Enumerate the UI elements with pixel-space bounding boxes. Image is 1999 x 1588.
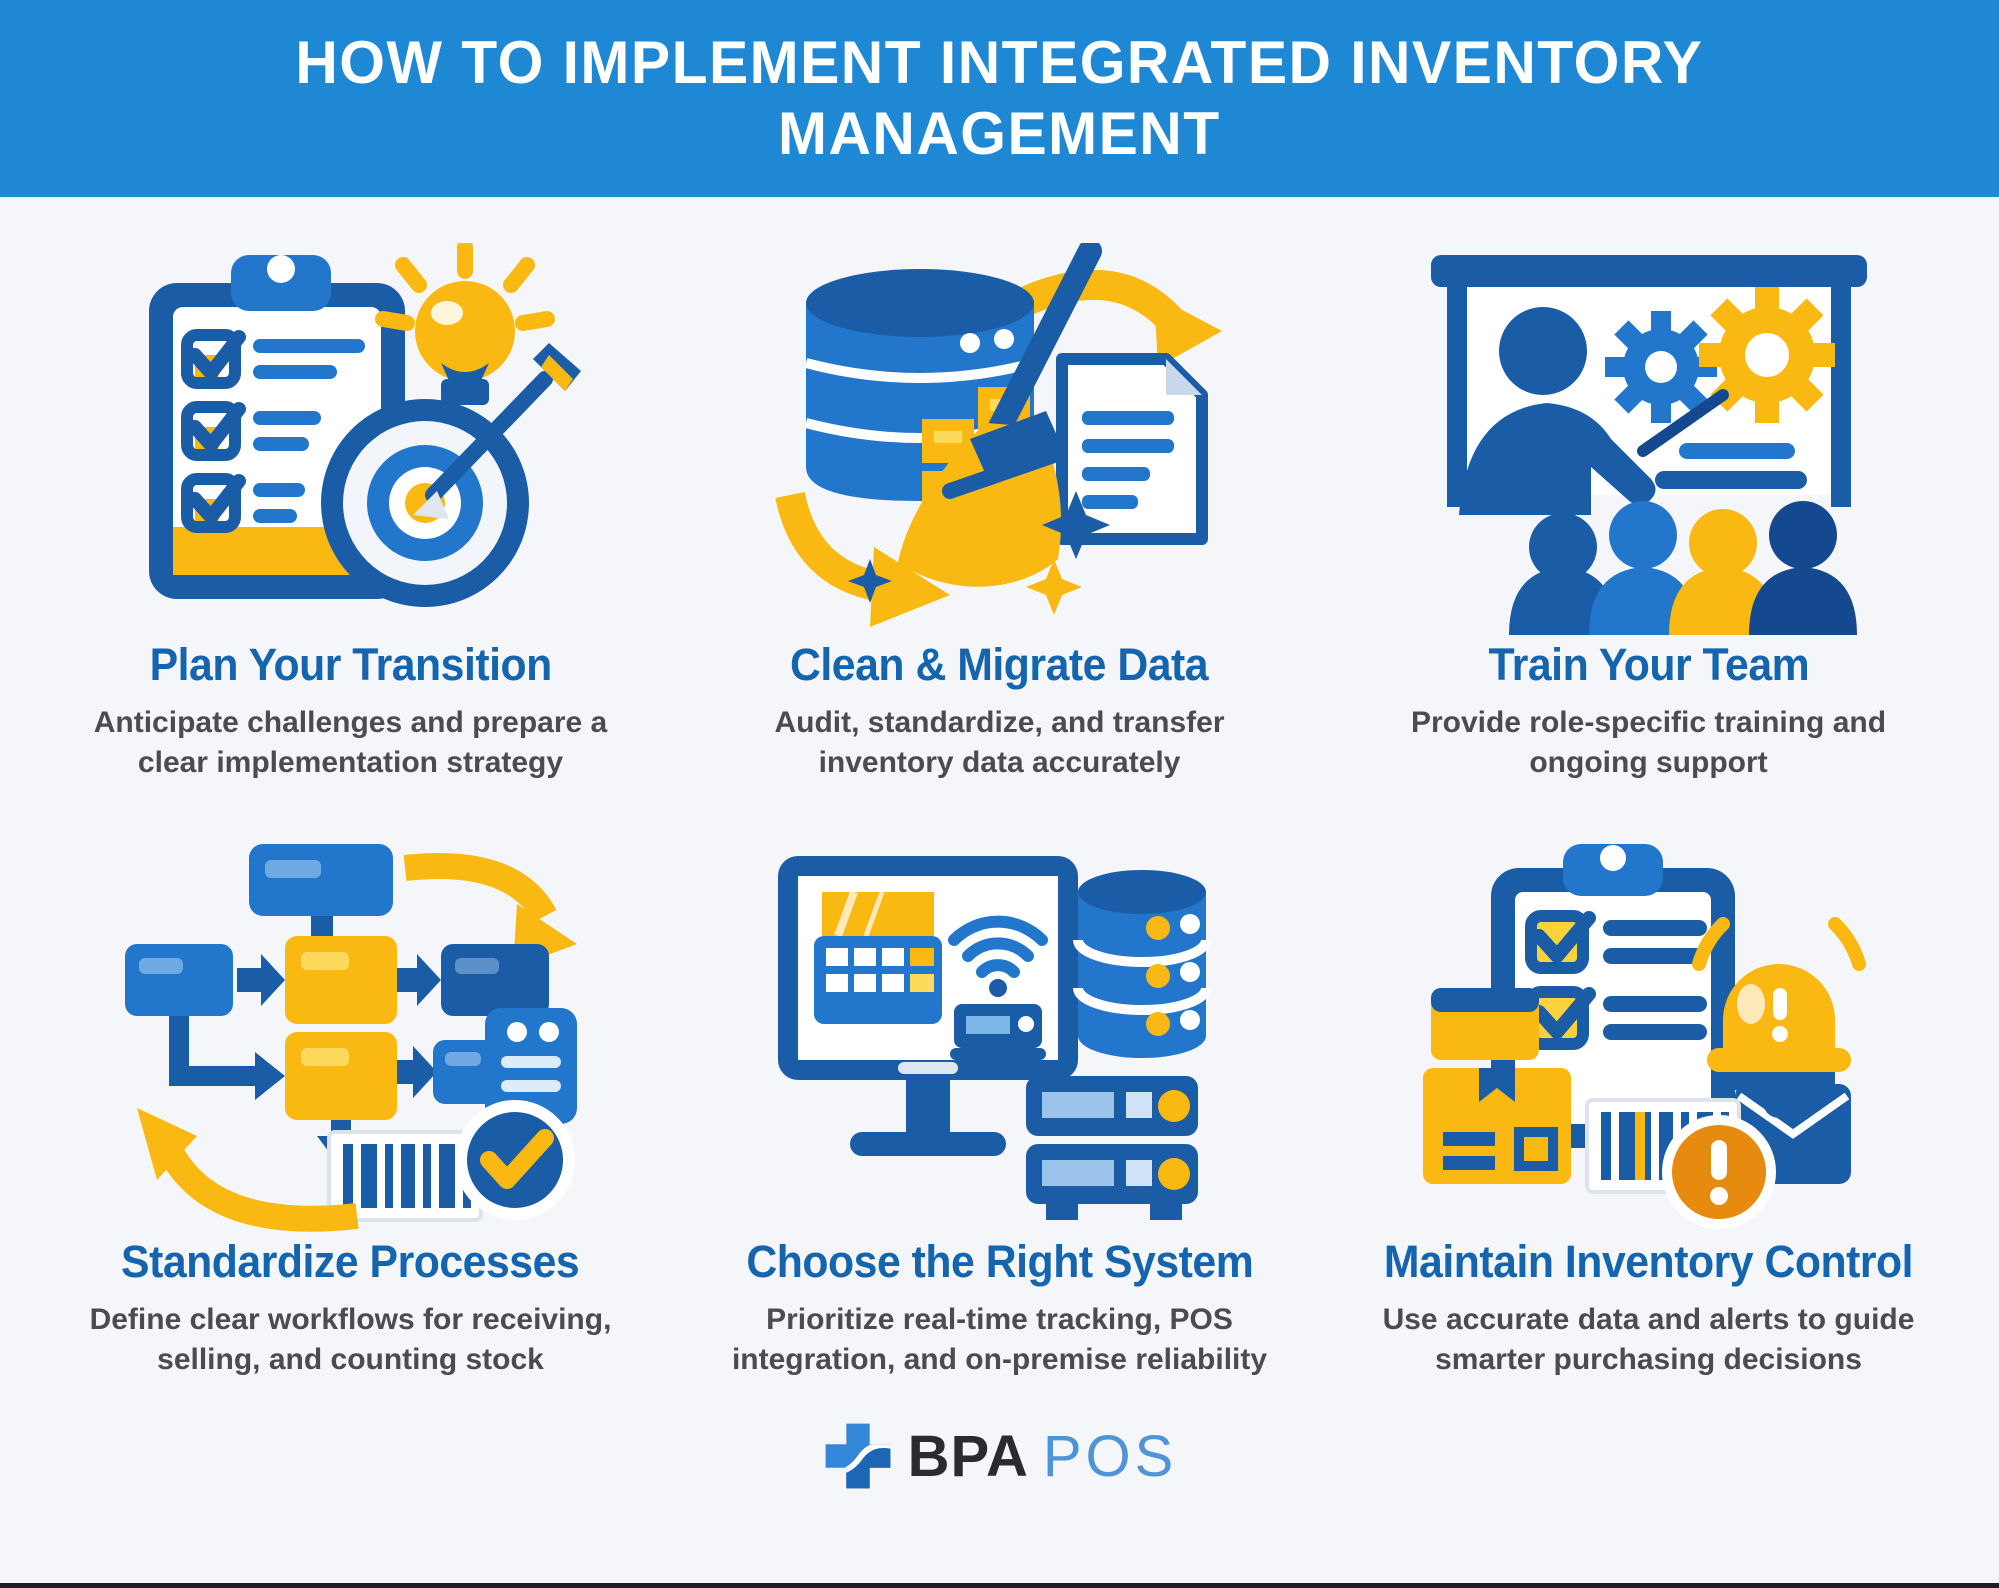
step-description: Use accurate data and alerts to guide sm… bbox=[1382, 1303, 1915, 1376]
document-icon bbox=[1055, 353, 1208, 545]
step-title: Maintain Inventory Control bbox=[1383, 1236, 1914, 1288]
page-title-line2: MANAGEMENT bbox=[778, 99, 1221, 167]
step1-icon-box bbox=[121, 243, 581, 635]
step6-icon-box bbox=[1419, 840, 1879, 1232]
database-broom-document-icon bbox=[774, 243, 1222, 627]
pos-monitor-servers-icon bbox=[777, 856, 1211, 1221]
step-description: Define clear workflows for receiving, se… bbox=[89, 1303, 612, 1376]
clipboard-target-lightbulb-icon bbox=[148, 243, 581, 607]
alert-icon bbox=[1661, 1115, 1776, 1230]
step4-icon-box bbox=[121, 840, 581, 1232]
header-banner: HOW TO IMPLEMENT INTEGRATED INVENTORY MA… bbox=[0, 0, 1999, 197]
step-description: Audit, standardize, and transfer invento… bbox=[774, 706, 1225, 779]
step-title: Train Your Team bbox=[1488, 639, 1809, 690]
step-description: Prioritize real-time tracking, POS integ… bbox=[731, 1303, 1268, 1376]
step-card-standardize-processes: Standardize Processes Define clear workf… bbox=[30, 840, 671, 1379]
step-card-plan-transition: Plan Your Transition Anticipate challeng… bbox=[30, 243, 671, 782]
bpa-cross-icon bbox=[825, 1423, 891, 1489]
step-title: Clean & Migrate Data bbox=[790, 639, 1209, 690]
checklist-bell-alert-icon bbox=[1422, 844, 1866, 1230]
package-icons bbox=[1422, 988, 1571, 1185]
checklist-row bbox=[180, 401, 321, 461]
step-title: Choose the Right System bbox=[746, 1236, 1253, 1288]
step3-icon-box bbox=[1419, 243, 1879, 635]
flow-arrow-bottom-icon bbox=[136, 1108, 358, 1232]
dart-icon bbox=[412, 343, 581, 519]
sparkle-icons bbox=[847, 491, 1110, 615]
audience-person-icon bbox=[1748, 501, 1857, 635]
gear-icon-blue bbox=[1604, 311, 1717, 423]
audience-icon bbox=[1508, 501, 1857, 635]
checklist-row bbox=[180, 473, 305, 533]
lightbulb-icon bbox=[374, 243, 555, 405]
page-title-line1: HOW TO IMPLEMENT INTEGRATED INVENTORY bbox=[295, 28, 1704, 96]
target-icon bbox=[320, 343, 581, 607]
gear-icon-yellow bbox=[1698, 287, 1835, 423]
audience-person-icon bbox=[1668, 509, 1777, 635]
board-line bbox=[1678, 443, 1795, 459]
checklist-row bbox=[180, 329, 365, 389]
step-card-clean-migrate-data: Clean & Migrate Data Audit, standardize,… bbox=[679, 243, 1320, 782]
steps-grid: Plan Your Transition Anticipate challeng… bbox=[0, 197, 1999, 1379]
receipt-icon bbox=[484, 1008, 577, 1125]
logo-text-bold: BPA bbox=[907, 1423, 1029, 1489]
step-title: Standardize Processes bbox=[121, 1236, 580, 1288]
page-title: HOW TO IMPLEMENT INTEGRATED INVENTORY MA… bbox=[296, 28, 1704, 170]
logo-text-light: POS bbox=[1042, 1423, 1178, 1489]
step-title: Plan Your Transition bbox=[149, 639, 552, 690]
board-line bbox=[1654, 471, 1807, 489]
step-card-train-your-team: Train Your Team Provide role-specific tr… bbox=[1328, 243, 1969, 782]
audience-person-icon bbox=[1508, 513, 1617, 635]
broom-icon bbox=[897, 243, 1102, 587]
audience-person-icon bbox=[1588, 501, 1697, 635]
step-card-choose-right-system: Choose the Right System Prioritize real-… bbox=[679, 840, 1320, 1379]
step-description: Provide role-specific training and ongoi… bbox=[1410, 706, 1887, 779]
step-description: Anticipate challenges and prepare a clea… bbox=[93, 706, 608, 779]
bottom-border bbox=[0, 1583, 1999, 1588]
wifi-icon bbox=[947, 915, 1048, 998]
step5-icon-box bbox=[770, 840, 1230, 1232]
bell-icon bbox=[1691, 917, 1866, 1119]
pos-terminal-icon bbox=[813, 890, 942, 1025]
checkmark-circle-icon bbox=[454, 1100, 575, 1221]
card-reader-icon bbox=[949, 1004, 1046, 1061]
step2-icon-box bbox=[770, 243, 1230, 635]
server-stack-icon bbox=[1025, 1076, 1198, 1221]
step-card-maintain-inventory-control: Maintain Inventory Control Use accurate … bbox=[1328, 840, 1969, 1379]
trainer-presentation-audience-icon bbox=[1430, 255, 1867, 635]
flowchart-barcode-checkmark-icon bbox=[124, 844, 577, 1232]
database-cylinder-icon bbox=[1072, 870, 1211, 1059]
checklist-row bbox=[1524, 910, 1707, 975]
presenter-icon bbox=[1458, 307, 1729, 515]
